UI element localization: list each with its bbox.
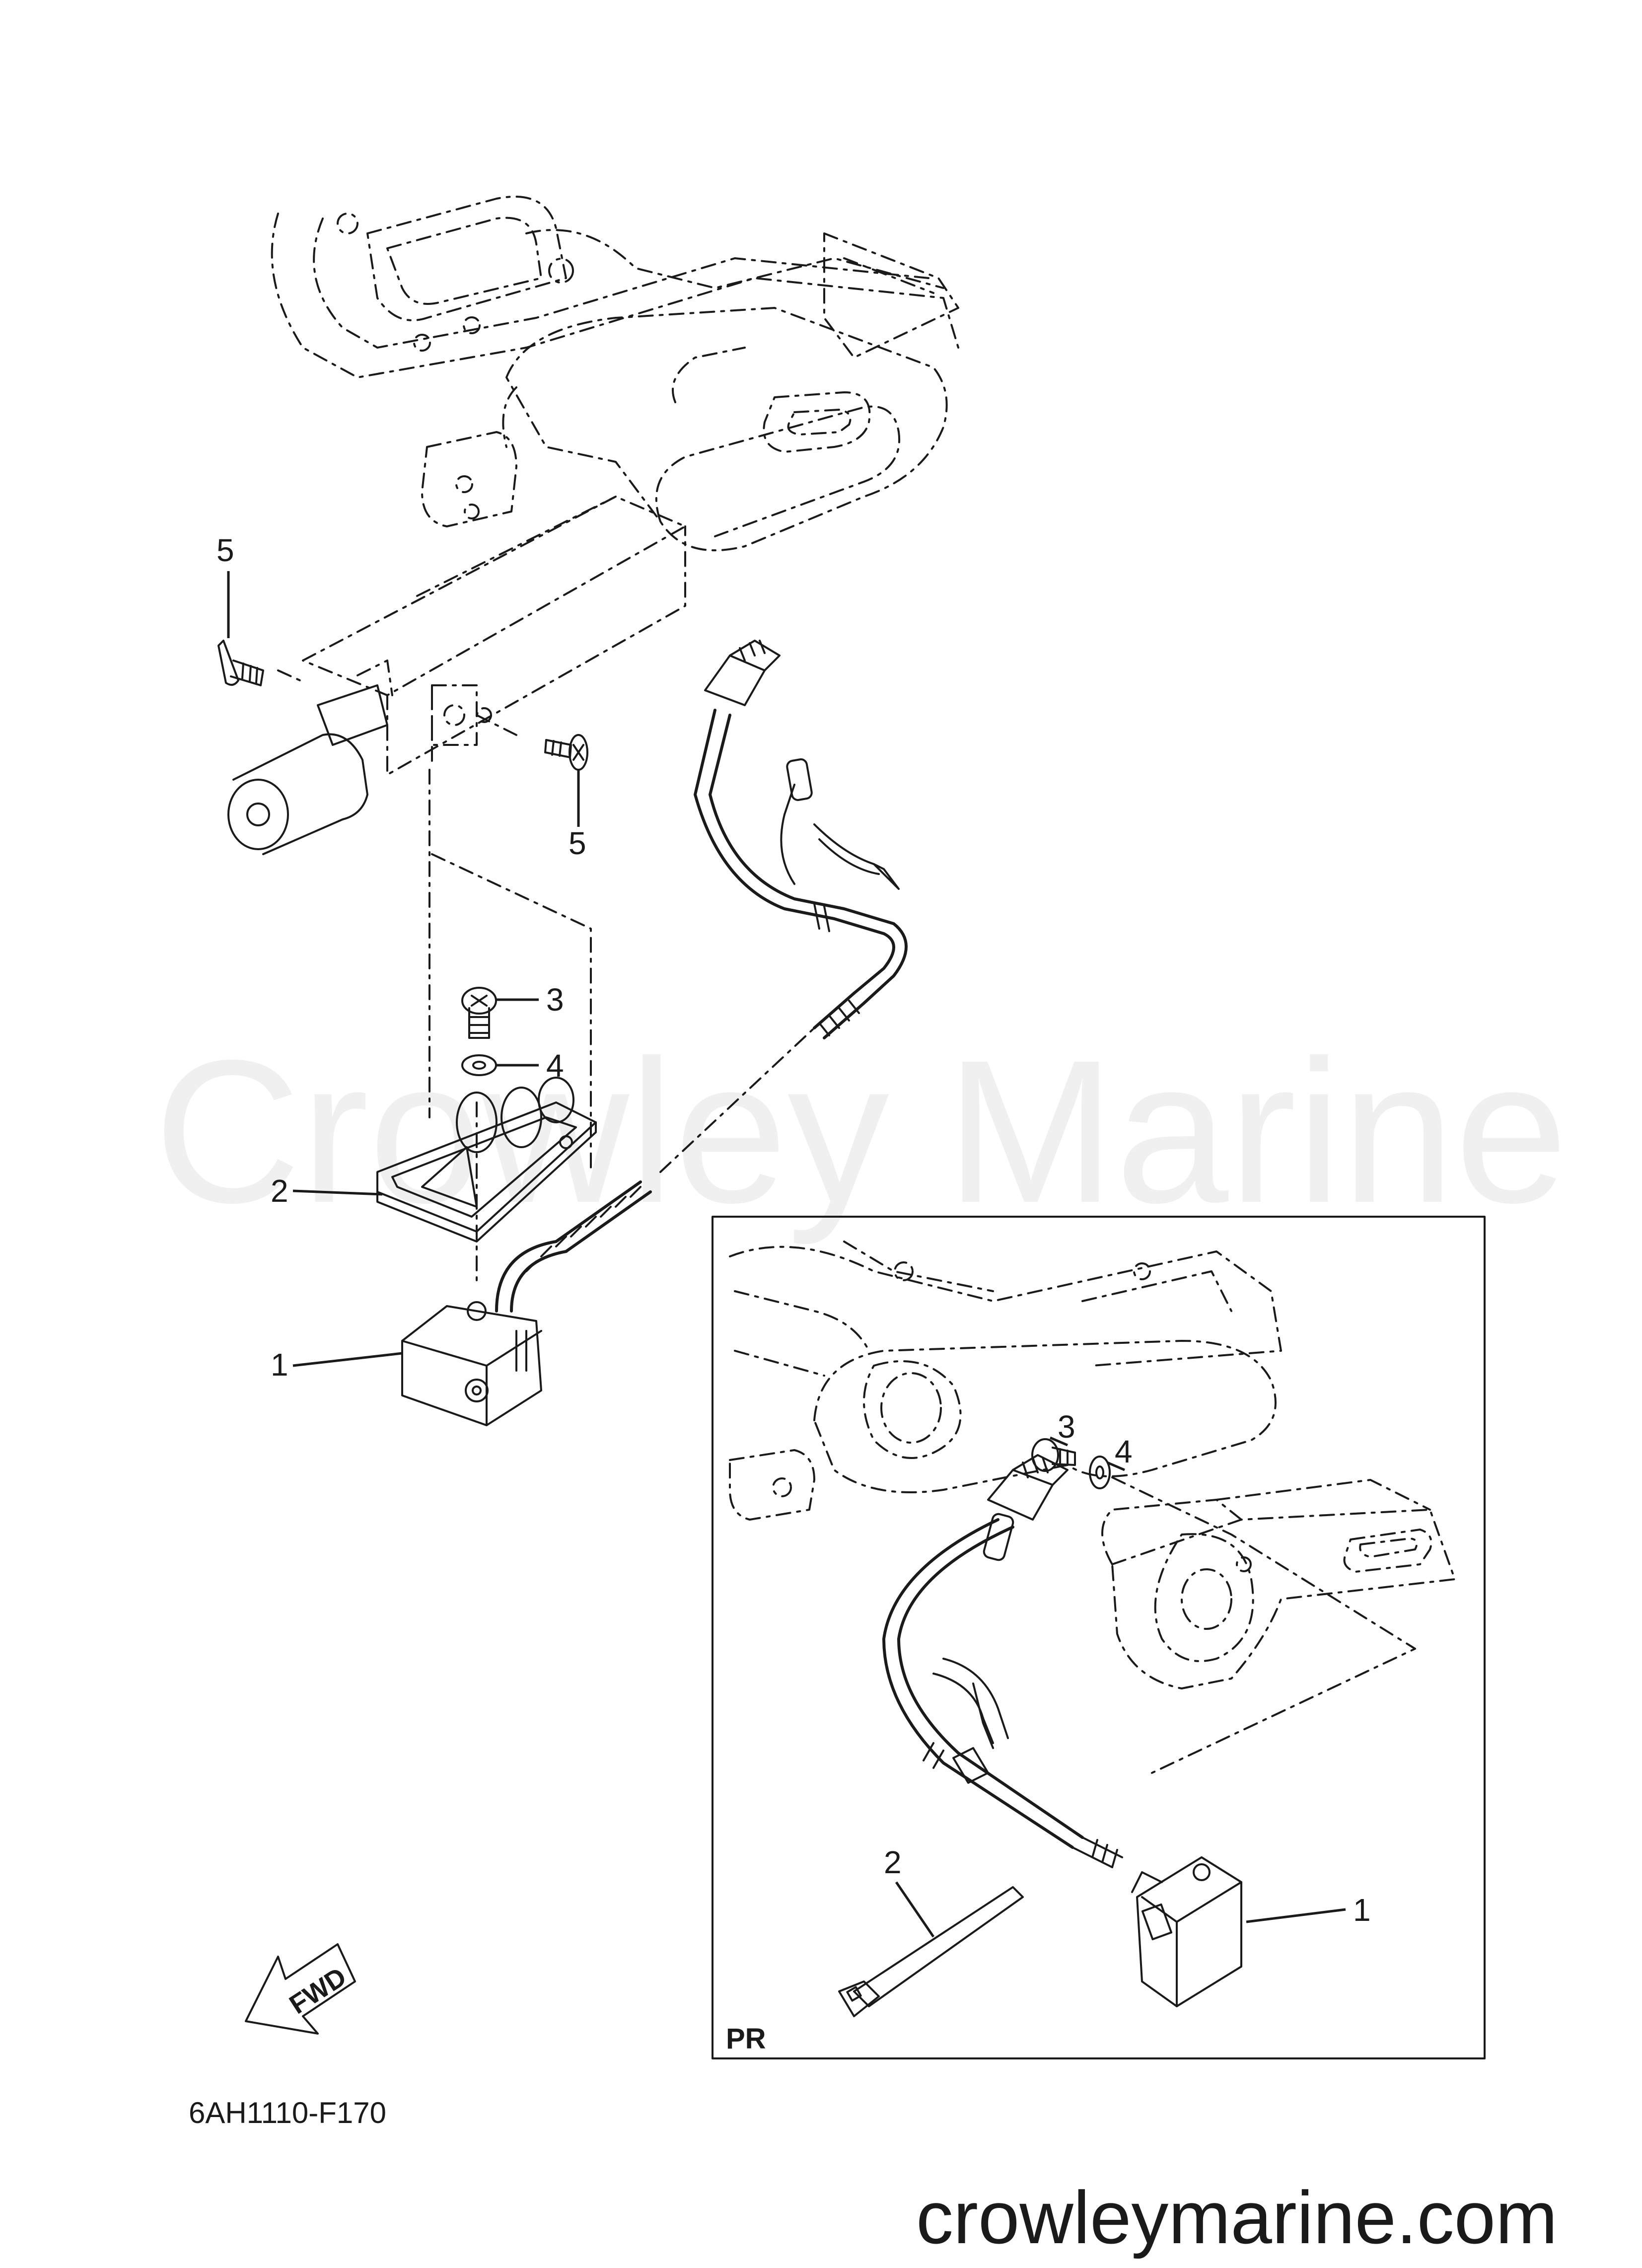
callout-2: 2 (271, 1173, 288, 1209)
swivel-bracket-assembly (227, 196, 959, 855)
inset-washer (1089, 1456, 1111, 1489)
watermark-text: Crowley Marine (154, 1018, 1568, 1246)
inset-callout-3: 3 (1058, 1409, 1075, 1445)
exploded-lines (277, 669, 815, 1282)
bracket (376, 1077, 597, 1243)
inset-label: PR (726, 2023, 766, 2055)
callout-1: 1 (271, 1347, 288, 1383)
inset-screw-small (1031, 1438, 1076, 1472)
callout-5-top: 5 (216, 532, 234, 568)
inset-callout-4: 4 (1115, 1434, 1133, 1469)
screw-right (544, 734, 588, 771)
inset-callout-1: 1 (1353, 1892, 1371, 1928)
inset-cable-tie (838, 1886, 1024, 2017)
screw-small (461, 987, 497, 1039)
washer (461, 1054, 497, 1076)
inset-bracket (729, 1241, 1456, 1689)
site-url: crowleymarine.com (916, 2176, 1558, 2259)
callout-3: 3 (546, 982, 564, 1018)
wire-harness (495, 640, 908, 1313)
pr-inset: 3 4 2 1 PR (712, 1216, 1486, 2059)
callout-5-right: 5 (569, 825, 586, 861)
callouts-inset: 3 4 2 1 (884, 1409, 1371, 1938)
callouts-main: 5 5 3 4 2 1 (216, 532, 586, 1383)
screw-top-left (217, 640, 264, 686)
callout-4: 4 (546, 1048, 564, 1084)
trim-sensor (401, 1301, 542, 1426)
inset-callout-2: 2 (884, 1844, 902, 1880)
inset-wire-harness (882, 1454, 1123, 1868)
fwd-label: FWD (284, 1962, 352, 2020)
diagram-code: 6AH1110-F170 (189, 2096, 386, 2129)
inset-trim-sensor (1131, 1856, 1242, 2007)
fwd-arrow: FWD (245, 1943, 356, 2035)
